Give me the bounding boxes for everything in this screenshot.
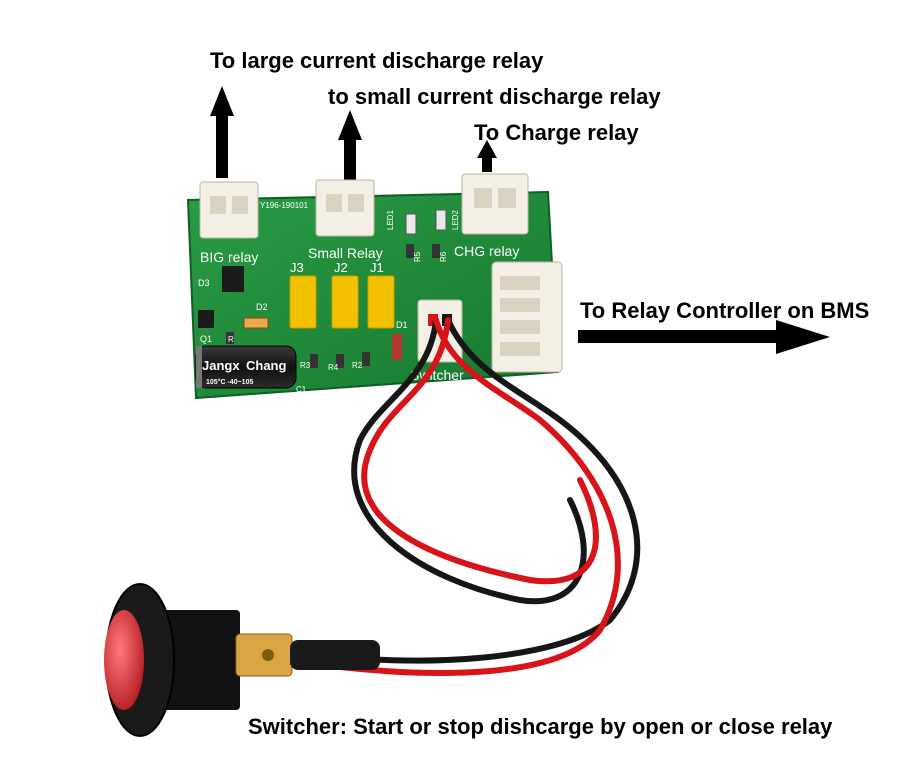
resistor-r5: [406, 244, 414, 258]
connector-chg-relay: [461, 173, 529, 235]
resistor-r3: [310, 354, 318, 368]
silk-d3: D3: [198, 278, 210, 288]
silk-r2: R2: [352, 361, 363, 370]
silk-r6: R6: [439, 251, 448, 262]
silk-small-relay: Small Relay: [308, 245, 383, 261]
silk-big-relay: BIG relay: [200, 249, 258, 265]
diode-d1: [392, 334, 402, 360]
silk-r5: R5: [413, 251, 422, 262]
silk-r1: R: [228, 335, 234, 344]
silk-j3: J3: [290, 260, 304, 275]
silk-led1: LED1: [386, 209, 395, 230]
relay-j2: [331, 275, 359, 329]
label-switcher: Switcher: Start or stop dishcarge by ope…: [248, 714, 833, 739]
transistor-q1: [198, 310, 214, 328]
silk-q1: Q1: [200, 334, 212, 344]
arrow-up-charge-relay-icon: [477, 140, 497, 172]
led1: [405, 213, 417, 235]
silk-j1: J1: [370, 260, 384, 275]
arrow-up-big-relay-icon: [210, 86, 234, 178]
rocker-switch: [104, 583, 380, 737]
connector-bms: [491, 261, 563, 373]
silk-part-number: Y196-190101: [260, 201, 309, 210]
arrow-up-small-relay-icon: [338, 110, 362, 180]
capacitor-c1: [195, 345, 297, 389]
silk-c1: C1: [296, 385, 307, 394]
led2: [435, 209, 447, 231]
connector-small-relay: [315, 179, 375, 237]
diode-d2: [243, 317, 269, 329]
connector-big-relay: [199, 181, 259, 239]
silk-led2: LED2: [451, 209, 460, 230]
silk-r3: R3: [300, 361, 311, 370]
relay-j1: [367, 275, 395, 329]
silk-d1: D1: [396, 320, 408, 330]
resistor-r1: [226, 332, 234, 344]
wire-harness: [297, 317, 641, 676]
label-charge-relay: To Charge relay: [474, 120, 639, 145]
silk-j2: J2: [334, 260, 348, 275]
capacitor-rating: 105°C -40~105: [206, 378, 253, 386]
capacitor-brand-left: Jangx: [202, 358, 240, 373]
label-small-relay: to small current discharge relay: [328, 84, 661, 109]
arrow-right-bms-icon: [578, 320, 830, 354]
silk-d2: D2: [256, 302, 268, 312]
label-big-relay: To large current discharge relay: [210, 48, 544, 73]
label-bms: To Relay Controller on BMS: [580, 298, 870, 323]
resistor-r4: [336, 354, 344, 368]
diode-d3: [222, 266, 244, 292]
relay-j3: [289, 275, 317, 329]
resistor-r2: [362, 352, 370, 366]
silk-r4: R4: [328, 363, 339, 372]
resistor-r6: [432, 244, 440, 258]
silk-chg-relay: CHG relay: [454, 243, 519, 259]
capacitor-brand-right: Chang: [246, 358, 287, 373]
pcb-board: Y196-190101 BIG relay Small Relay CHG re…: [186, 173, 563, 400]
